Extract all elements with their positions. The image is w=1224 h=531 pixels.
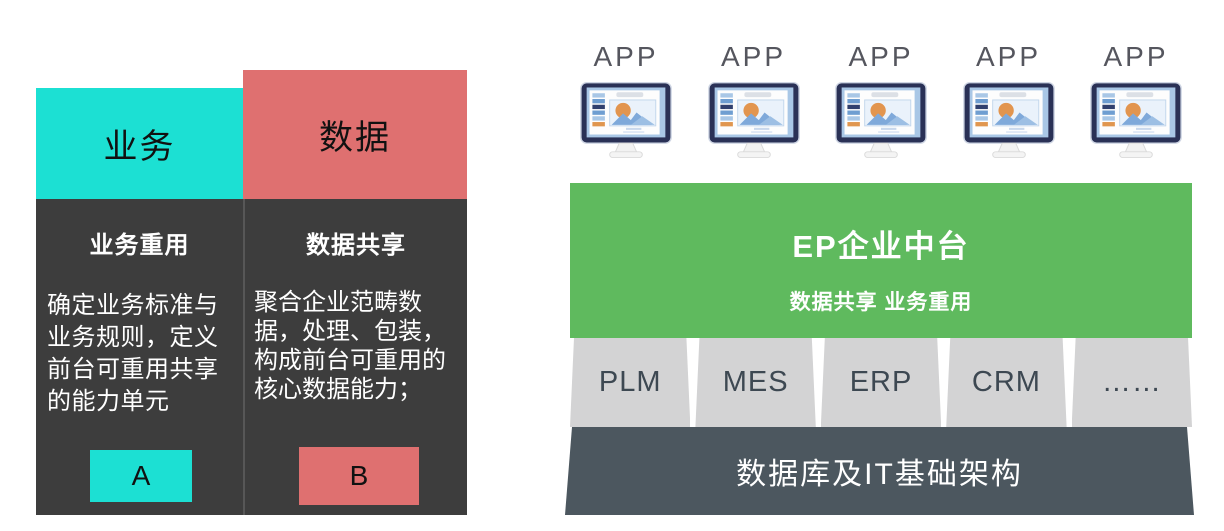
app-unit: APP: [570, 40, 682, 180]
system-block-crm: CRM: [946, 338, 1066, 427]
app-label: APP: [1103, 41, 1169, 72]
system-block-plm: PLM: [570, 338, 690, 427]
infrastructure-label: 数据库及IT基础架构: [736, 458, 1023, 491]
badge-b-label: B: [349, 460, 369, 491]
app-label: APP: [720, 41, 787, 72]
business-column-body: 业务重用 确定业务标准与业务规则，定义前台可重用共享的能力单元 A: [36, 199, 243, 515]
system-block-mes: MES: [695, 338, 815, 427]
data-description: 聚合企业范畴数据，处理、包装，构成前台可重用的核心数据能力；: [254, 289, 446, 403]
systems-layer: PLM MES ERP CRM ……: [570, 338, 1192, 427]
infrastructure-bar: 数据库及IT基础架构: [565, 427, 1194, 515]
data-subtitle: 数据共享: [306, 232, 406, 259]
app-label: APP: [593, 41, 659, 72]
app-unit: APP: [1080, 40, 1192, 180]
system-block-others: ……: [1072, 338, 1192, 427]
monitor-icon: [1090, 81, 1182, 159]
business-column-header: 业务: [36, 88, 243, 199]
badge-a-label: A: [131, 460, 151, 491]
middle-platform-subtitle: 数据共享 业务重用: [789, 291, 973, 314]
app-label: APP: [975, 41, 1042, 72]
app-unit: APP: [825, 40, 937, 180]
monitor-icon: [835, 81, 927, 159]
monitor-icon: [962, 81, 1055, 159]
business-header-label: 业务: [103, 128, 176, 166]
middle-platform-bar: EP企业中台 数据共享 业务重用: [570, 183, 1192, 338]
data-column-body: 数据共享 聚合企业范畴数据，处理、包装，构成前台可重用的核心数据能力； B: [243, 199, 467, 515]
data-header-label: 数据: [319, 119, 391, 157]
system-block-erp: ERP: [821, 338, 941, 427]
data-column-header: 数据: [243, 70, 467, 199]
app-layer: APP APP: [570, 40, 1192, 180]
middle-platform-title: EP企业中台: [792, 229, 970, 264]
badge-b: B: [299, 447, 419, 505]
business-description: 确定业务标准与业务规则，定义前台可重用共享的能力单元: [47, 292, 219, 415]
app-unit: APP: [953, 40, 1065, 180]
business-subtitle: 业务重用: [89, 232, 190, 259]
monitor-icon: [707, 81, 800, 159]
app-label: APP: [848, 41, 914, 72]
monitor-icon: [580, 81, 672, 159]
app-unit: APP: [698, 40, 810, 180]
badge-a: A: [90, 450, 192, 502]
